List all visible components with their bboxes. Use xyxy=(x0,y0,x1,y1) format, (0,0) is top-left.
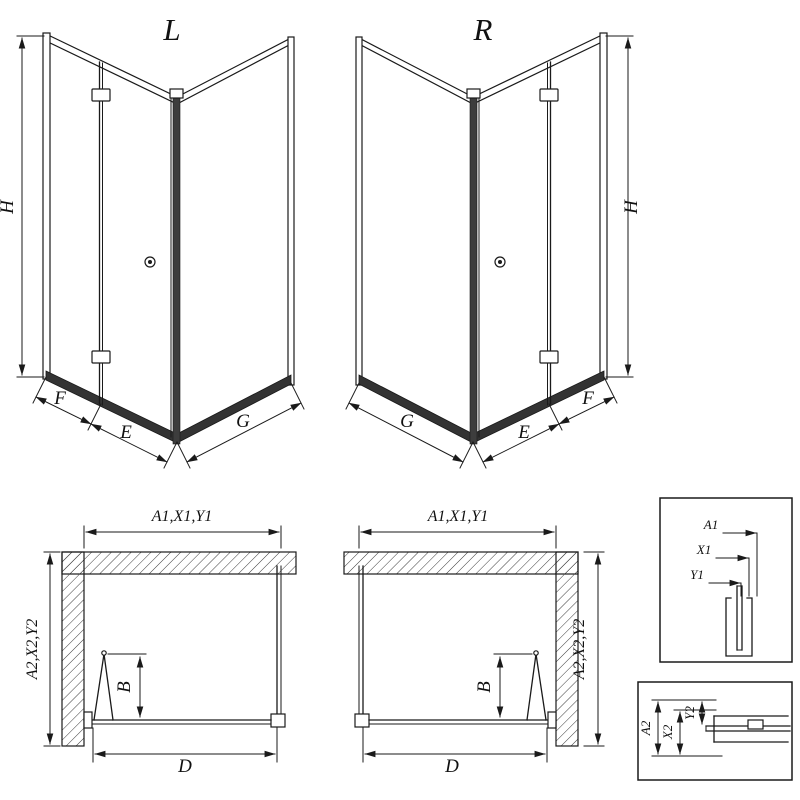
dimension-depth-left-plan: A2,X2,Y2 xyxy=(24,551,61,747)
door-knob-center xyxy=(148,260,152,264)
hinge-bottom xyxy=(91,350,111,364)
door-knob-center xyxy=(498,260,502,264)
folded-door-leaf-1 xyxy=(535,653,547,721)
wall-left xyxy=(61,551,85,747)
plan-view-left: A1,X1,Y1 A2,X2,Y2 B D xyxy=(24,508,297,777)
dim-label-a2x2y2-right: A2,X2,Y2 xyxy=(571,619,588,680)
dimension-height-right: H xyxy=(605,35,642,378)
dimension-g-right: G xyxy=(345,382,474,469)
wall-profile-section xyxy=(725,585,753,657)
dimension-height-left: H xyxy=(0,35,45,378)
detail-label-a2: A2 xyxy=(638,720,653,736)
dim-label-a2x2y2-left: A2,X2,Y2 xyxy=(24,619,41,680)
dim-label-e-right: E xyxy=(517,422,530,443)
plan-enclosure xyxy=(83,565,286,729)
detail-label-y1: Y1 xyxy=(690,567,704,582)
dim-label-f-left: F xyxy=(53,388,66,409)
fold-hinge-plan xyxy=(533,650,539,656)
dimension-width-right-plan: A1,X1,Y1 xyxy=(358,508,557,549)
side-panel-left-view xyxy=(176,36,295,444)
perspective-view-left: L H xyxy=(0,12,305,469)
plan-enclosure xyxy=(354,565,557,729)
side-threshold xyxy=(176,374,292,444)
glass-clamp xyxy=(747,719,764,730)
dimension-fold-right-plan: B xyxy=(474,653,533,718)
side-top-rail xyxy=(358,37,474,105)
detail-label-x2: X2 xyxy=(660,724,675,740)
dim-label-h-right: H xyxy=(621,199,642,215)
top-rail xyxy=(45,33,178,105)
wall-profile xyxy=(599,32,608,380)
dimension-width-left-plan: A1,X1,Y1 xyxy=(83,508,282,549)
dim-label-h-left: H xyxy=(0,199,18,215)
view-title-left: L xyxy=(162,12,180,47)
side-threshold xyxy=(358,374,474,444)
corner-post xyxy=(469,96,478,445)
dim-label-b-right: B xyxy=(474,681,495,693)
folded-door-leaf-2 xyxy=(103,653,114,721)
side-top-rail xyxy=(176,37,292,105)
dim-label-a1x1y1-right: A1,X1,Y1 xyxy=(427,508,488,525)
dim-label-d-right: D xyxy=(444,756,459,777)
hinge-bottom xyxy=(539,350,559,364)
dimension-opening-right-plan: D xyxy=(362,727,548,777)
hinge-top xyxy=(539,88,559,102)
dimension-g-left: G xyxy=(176,382,305,469)
dim-label-g-left: G xyxy=(236,411,250,432)
hinge-top xyxy=(91,88,111,102)
top-rail xyxy=(472,33,605,105)
dimension-fold-left-plan: B xyxy=(107,653,147,718)
corner-bracket xyxy=(466,88,481,99)
wall-profile-plan xyxy=(547,711,557,729)
dim-label-e-left: E xyxy=(119,422,132,443)
side-panel-right-view xyxy=(355,36,474,444)
side-end-profile xyxy=(287,36,295,386)
corner-connector xyxy=(270,713,286,728)
perspective-view-right: R H xyxy=(345,12,642,469)
dimension-opening-left-plan: D xyxy=(92,727,278,777)
detail-label-y2: Y2 xyxy=(682,706,697,720)
wall-profile xyxy=(42,32,51,380)
fold-hinge-plan xyxy=(101,650,107,656)
wall-profile-section xyxy=(705,715,791,743)
detail-view-depth-profile: A2 X2 Y2 xyxy=(637,681,793,781)
dim-label-g-right: G xyxy=(400,411,414,432)
door-panel-right-view xyxy=(472,32,608,444)
wall-top xyxy=(343,551,579,575)
corner-post xyxy=(172,96,181,445)
dimension-depth-right-plan: A2,X2,Y2 xyxy=(571,551,605,747)
wall-top xyxy=(61,551,297,575)
detail-label-a1: A1 xyxy=(703,517,718,532)
detail-view-width-profile: A1 X1 Y1 xyxy=(659,497,793,663)
wall-profile-plan xyxy=(83,711,93,729)
dim-label-a1x1y1-left: A1,X1,Y1 xyxy=(151,508,212,525)
folded-door-leaf-2 xyxy=(526,653,537,721)
side-end-profile xyxy=(355,36,363,386)
view-title-right: R xyxy=(473,12,493,47)
door-panel-left-view xyxy=(42,32,178,444)
corner-connector xyxy=(354,713,370,728)
folded-door-leaf-1 xyxy=(93,653,105,721)
dim-label-b-left: B xyxy=(114,681,135,693)
dimension-f-e-right: F E xyxy=(472,376,618,469)
wall-right xyxy=(555,551,579,747)
dim-label-f-right: F xyxy=(581,388,594,409)
dimension-f-e-left: F E xyxy=(32,376,178,469)
plan-view-right: A1,X1,Y1 A2,X2,Y2 B D xyxy=(343,508,605,777)
detail-label-x1: X1 xyxy=(696,542,711,557)
dim-label-d-left: D xyxy=(177,756,192,777)
corner-bracket xyxy=(169,88,184,99)
